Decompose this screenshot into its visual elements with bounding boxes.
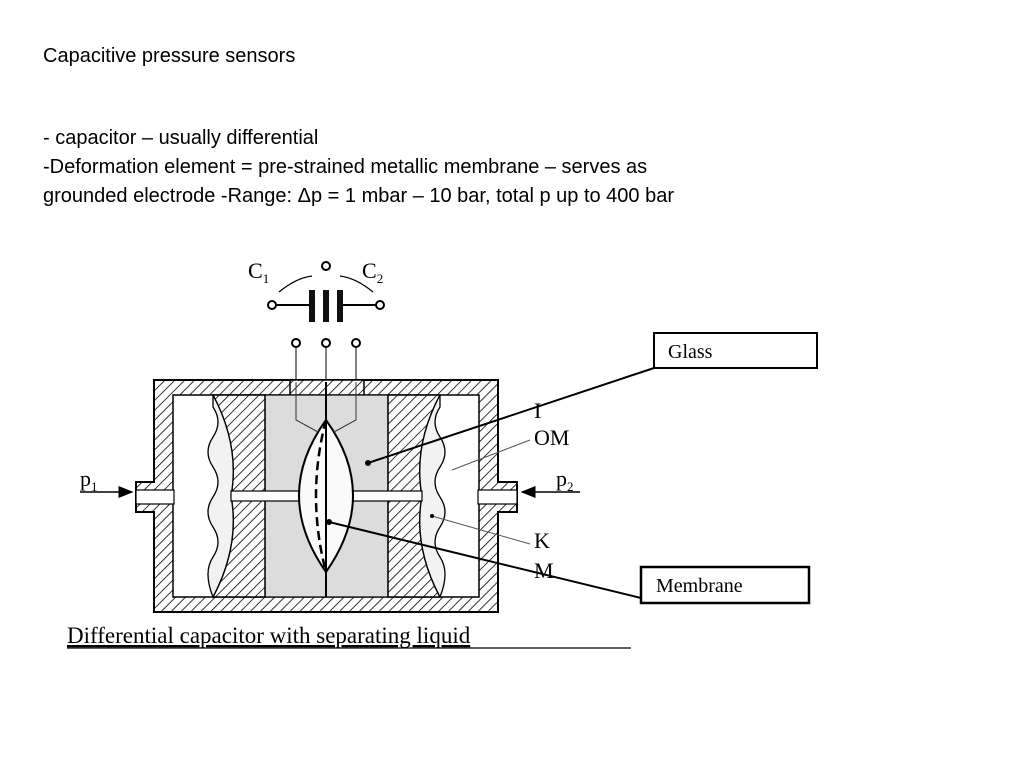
membrane-callout-label: Membrane (656, 575, 743, 597)
label-m: M (534, 558, 554, 583)
bullet-line-1: - capacitor – usually differential (43, 127, 319, 149)
label-om: OM (534, 425, 569, 450)
membrane-callout: Membrane (326, 519, 811, 605)
p1-label: p1 (80, 466, 98, 494)
part-labels: I OM K M (430, 398, 569, 583)
bullet-line-3: grounded electrode -Range: Δp = 1 mbar –… (43, 185, 675, 207)
bullet-line-2: -Deformation element = pre-strained meta… (43, 156, 648, 178)
bullet-text: - capacitor – usually differential -Defo… (43, 124, 943, 211)
left-terminal-top (267, 300, 277, 310)
label-k: K (534, 528, 550, 553)
p2-port (477, 489, 518, 505)
deflected-membrane (314, 419, 328, 573)
glass-callout-label: Glass (668, 341, 713, 363)
c1-label: C1 (248, 258, 269, 286)
label-i: I (534, 398, 541, 423)
slide-title: Capacitive pressure sensors (43, 45, 296, 67)
glass-callout: Glass (365, 332, 818, 466)
right-terminal-top (375, 300, 385, 310)
p2-arrow: p2 (520, 466, 580, 498)
capacitor-plate-right (337, 290, 343, 322)
capacitor-symbol: C1 C2 (248, 258, 385, 322)
center-terminal-top (321, 261, 331, 271)
p1-port (135, 489, 175, 505)
left-oil-channel (230, 490, 302, 502)
p1-arrow: p1 (80, 466, 134, 498)
figure-caption: Differential capacitor with separating l… (67, 623, 471, 648)
p2-label: p2 (556, 466, 574, 494)
electrode-terminals (291, 338, 361, 382)
capacitor-plate-left (309, 290, 315, 322)
right-oil-channel (350, 490, 423, 502)
c2-label: C2 (362, 258, 383, 286)
capacitor-plate-middle (323, 290, 329, 322)
